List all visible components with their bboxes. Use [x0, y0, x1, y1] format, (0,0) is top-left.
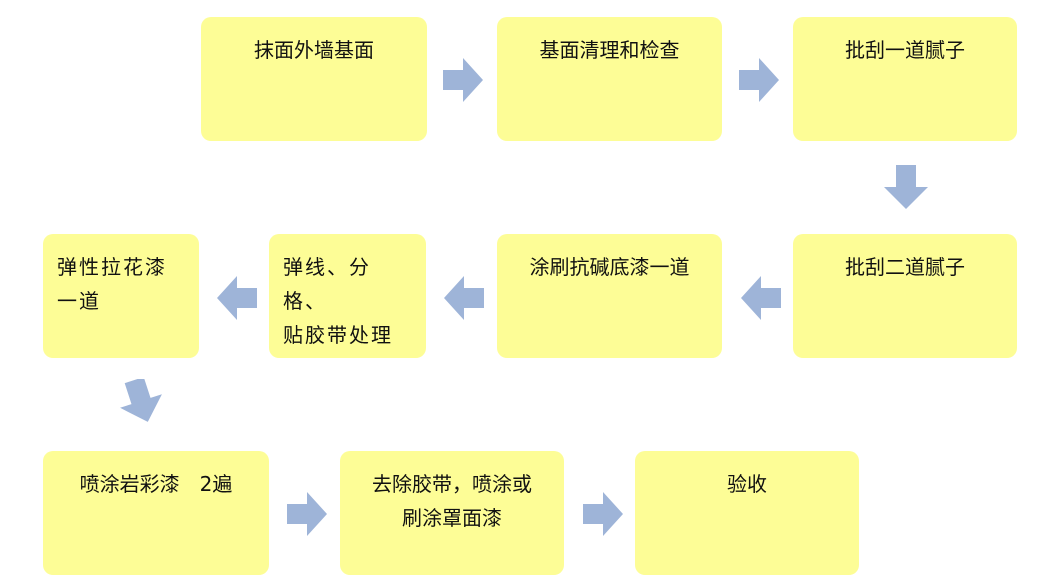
step-9-label: 去除胶带，喷涂或 刷涂罩面漆 — [372, 472, 532, 530]
step-8-label: 喷涂岩彩漆 2遍 — [79, 472, 233, 496]
step-3-box: 批刮一道腻子 — [793, 17, 1017, 141]
step-2-box: 基面清理和检查 — [497, 17, 722, 141]
arrow-right-icon — [583, 492, 623, 536]
step-7-box: 弹性拉花漆 一道 — [43, 234, 199, 358]
arrow-left-icon — [217, 276, 257, 320]
step-4-box: 批刮二道腻子 — [793, 234, 1017, 358]
step-8-box: 喷涂岩彩漆 2遍 — [43, 451, 269, 575]
arrow-right-icon — [287, 492, 327, 536]
step-5-label: 涂刷抗碱底漆一道 — [529, 255, 690, 279]
arrow-left-icon — [741, 276, 781, 320]
step-4-label: 批刮二道腻子 — [845, 255, 965, 279]
step-6-label: 弹线、分格、 贴胶带处理 — [283, 255, 393, 347]
step-1-box: 抹面外墙基面 — [201, 17, 427, 141]
step-10-box: 验收 — [635, 451, 859, 575]
arrow-down-icon — [119, 379, 163, 423]
step-10-label: 验收 — [727, 472, 767, 496]
step-2-label: 基面清理和检查 — [539, 38, 680, 62]
arrow-left-icon — [444, 276, 484, 320]
arrow-down-icon — [884, 165, 928, 209]
arrow-right-icon — [443, 58, 483, 102]
step-1-label: 抹面外墙基面 — [254, 38, 374, 62]
step-9-box: 去除胶带，喷涂或 刷涂罩面漆 — [340, 451, 564, 575]
step-3-label: 批刮一道腻子 — [845, 38, 965, 62]
step-6-box: 弹线、分格、 贴胶带处理 — [269, 234, 426, 358]
arrow-right-icon — [739, 58, 779, 102]
step-7-label: 弹性拉花漆 一道 — [57, 255, 167, 313]
step-5-box: 涂刷抗碱底漆一道 — [497, 234, 722, 358]
